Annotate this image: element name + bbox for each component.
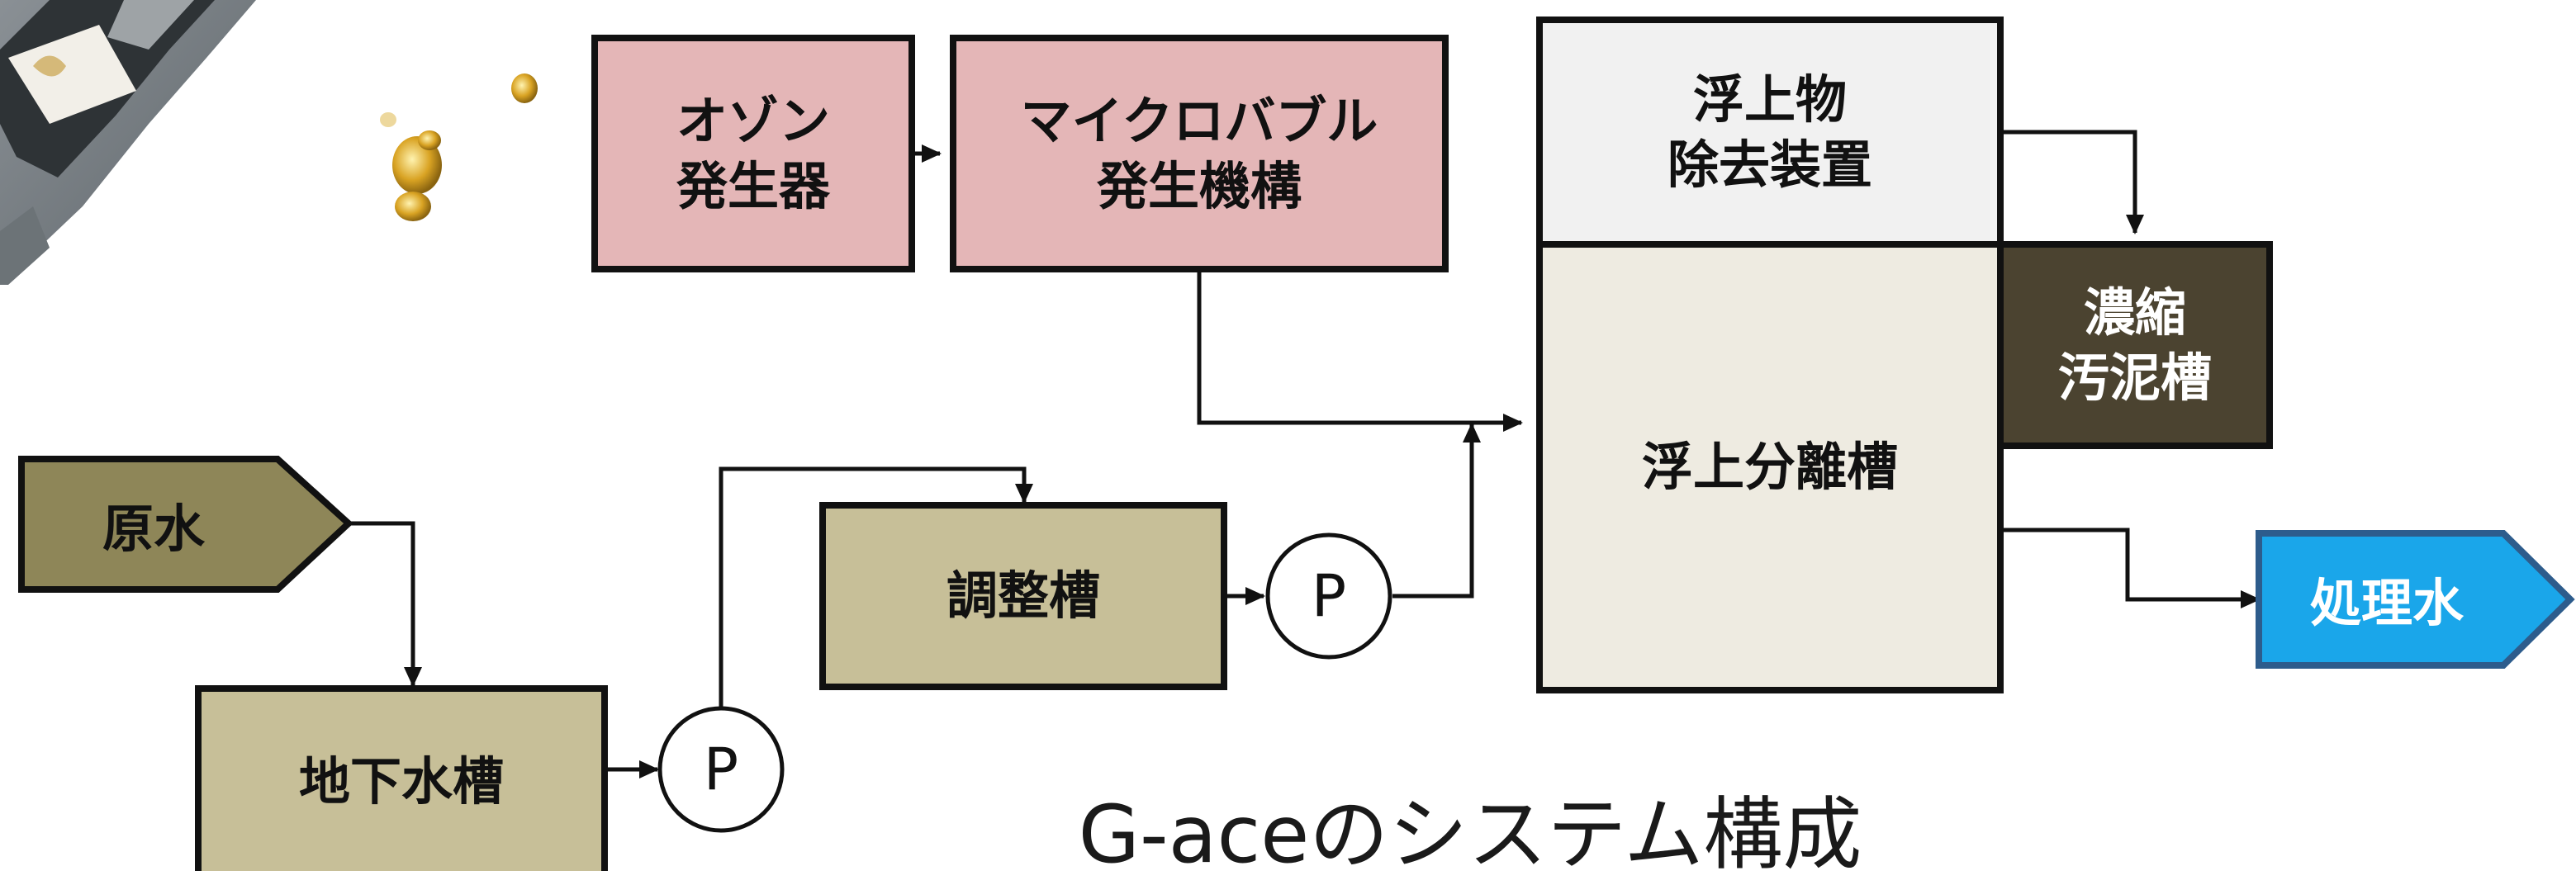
ozone-generator-box: オゾン 発生器 bbox=[591, 35, 915, 272]
arrow-pump1-to-adjustment bbox=[719, 466, 1033, 715]
arrow-pump2-to-flotation bbox=[1392, 423, 1481, 599]
arrow-raw-to-underground bbox=[349, 521, 422, 687]
float-removal-line2: 除去装置 bbox=[1667, 135, 1872, 195]
sludge-tank-box: 濃縮 汚泥槽 bbox=[1997, 241, 2273, 449]
treated-water-label: 処理水 bbox=[2309, 573, 2464, 633]
equipment-photo bbox=[0, 0, 538, 285]
pump-1-circle bbox=[657, 706, 785, 833]
ozone-generator-line2: 発生器 bbox=[676, 156, 830, 216]
flotation-tank-label: 浮上分離槽 bbox=[1641, 437, 1898, 498]
float-removal-box: 浮上物 除去装置 bbox=[1536, 17, 2004, 248]
sludge-tank-line1: 濃縮 bbox=[2083, 282, 2186, 343]
raw-water-label: 原水 bbox=[102, 499, 205, 559]
sludge-tank-line2: 汚泥槽 bbox=[2057, 348, 2212, 408]
treated-water-tag-shape bbox=[2256, 530, 2575, 669]
raw-water-tag-shape bbox=[18, 456, 353, 593]
ozone-generator-line1: オゾン bbox=[676, 90, 830, 151]
diagram-caption: G-aceのシステム構成 bbox=[1078, 788, 1862, 881]
pump-2-circle bbox=[1265, 532, 1392, 660]
microbubble-mechanism-box: マイクロバブル 発生機構 bbox=[950, 35, 1449, 272]
adjustment-tank-box: 調整槽 bbox=[819, 502, 1227, 690]
adjustment-tank-label: 調整槽 bbox=[946, 566, 1100, 627]
flotation-tank-box: 浮上分離槽 bbox=[1536, 241, 2004, 693]
float-removal-line1: 浮上物 bbox=[1692, 69, 1847, 130]
underground-tank-box: 地下水槽 bbox=[195, 685, 608, 871]
arrow-flotation-to-treated bbox=[2004, 528, 2261, 608]
pump-1-label: P bbox=[703, 736, 739, 803]
microbubble-line1: マイクロバブル bbox=[1020, 90, 1378, 151]
arrow-removal-to-sludge bbox=[1999, 130, 2144, 234]
pump-2-label: P bbox=[1311, 562, 1347, 630]
microbubble-line2: 発生機構 bbox=[1096, 156, 1302, 216]
arrow-microbubble-to-flotation bbox=[1197, 272, 1523, 432]
underground-tank-label: 地下水槽 bbox=[298, 750, 504, 812]
